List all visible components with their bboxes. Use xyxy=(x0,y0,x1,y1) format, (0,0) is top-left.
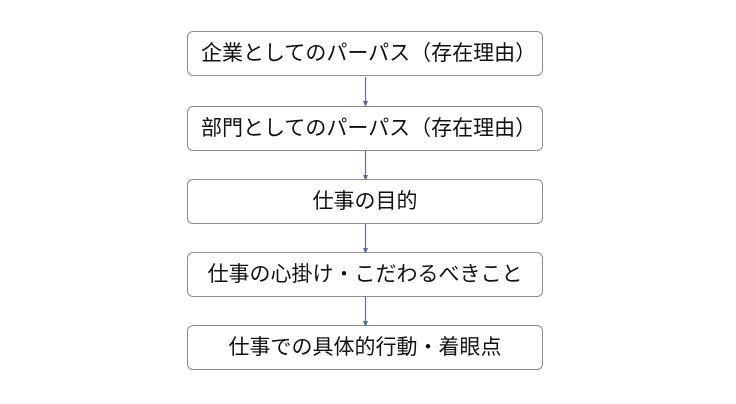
box-work-objective: 仕事の目的 xyxy=(187,179,543,224)
arrow-down-icon xyxy=(363,297,368,327)
box-department-purpose: 部門としてのパーパス（存在理由） xyxy=(187,106,543,151)
connector-arrow-3 xyxy=(363,224,368,254)
connector-arrow-2 xyxy=(363,151,368,181)
arrow-down-icon xyxy=(363,224,368,254)
box-company-purpose: 企業としてのパーパス（存在理由） xyxy=(187,31,543,76)
connector-arrow-4 xyxy=(363,297,368,327)
arrow-down-icon xyxy=(363,77,368,107)
box-work-mindset: 仕事の心掛け・こだわるべきこと xyxy=(187,252,543,297)
connector-arrow-1 xyxy=(363,77,368,107)
box-concrete-actions: 仕事での具体的行動・着眼点 xyxy=(187,325,543,370)
arrow-down-icon xyxy=(363,151,368,181)
